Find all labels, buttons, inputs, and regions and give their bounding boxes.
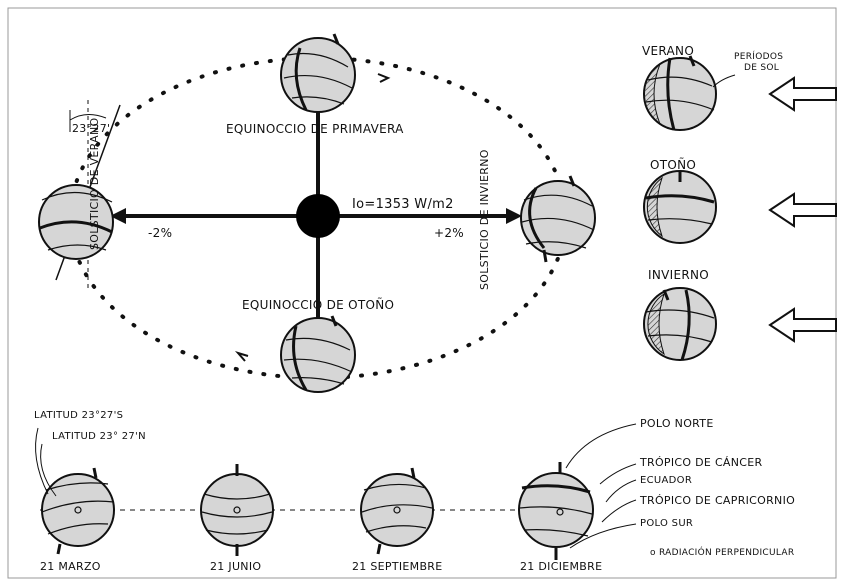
globe-septiembre	[360, 467, 434, 555]
fecha-diciembre-label: 21 DICIEMBRE	[520, 560, 603, 573]
leader-capricornio	[601, 499, 637, 523]
solstice-winter-label: SOLSTICIO DE INVIERNO	[478, 149, 491, 290]
globe-otono	[643, 170, 717, 244]
orbit-arrow-top	[377, 73, 391, 83]
leader-ecuador	[605, 479, 637, 503]
globe-marzo	[41, 467, 115, 555]
periodos-label-2: DE SOL	[744, 63, 780, 73]
radiacion-label: o RADIACIÓN PERPENDICULAR	[650, 548, 795, 558]
globe-verano	[643, 55, 736, 131]
globe-invierno	[643, 287, 717, 361]
verano-label: VERANO	[642, 44, 695, 58]
fecha-septiembre-label: 21 SEPTIEMBRE	[352, 560, 443, 573]
leader-polo-norte	[565, 423, 637, 469]
leader-polo-sur	[569, 523, 637, 549]
angle-label: 23°27'	[72, 122, 111, 135]
equinox-spring-label: EQUINOCCIO DE PRIMAVERA	[226, 122, 404, 136]
periodos-label-1: PERÍODOS	[734, 52, 784, 62]
irradiance-label: Io=1353 W/m2	[352, 197, 454, 212]
equinox-autumn-label: EQUINOCCIO DE OTOÑO	[242, 298, 395, 312]
border	[7, 7, 837, 579]
tropico-cancer-label: TRÓPICO DE CÁNCER	[640, 456, 763, 469]
latitud-s-label: LATITUD 23°27'S	[34, 410, 124, 421]
ecuador-label: ECUADOR	[640, 475, 693, 486]
polo-sur-label: POLO SUR	[640, 518, 694, 529]
solstice-summer-label: SOLSTICIO DE VERANO	[88, 117, 101, 251]
globe-diciembre	[518, 462, 594, 560]
ray-arrow-otono	[768, 192, 837, 228]
leader-lat-n	[40, 443, 57, 497]
globe-summer-solstice	[38, 100, 121, 290]
leader-cancer	[599, 463, 637, 485]
otono-label: OTOÑO	[650, 158, 697, 172]
orbit-arrow-bottom	[234, 351, 249, 362]
globe-autumn	[280, 315, 356, 393]
tropico-capricornio-label: TRÓPICO DE CAPRICORNIO	[640, 494, 796, 507]
globe-spring	[280, 33, 356, 113]
latitud-n-label: LATITUD 23° 27'N	[52, 431, 146, 442]
minus-label: -2%	[148, 226, 173, 240]
sun	[296, 194, 340, 238]
arrow-left	[110, 208, 126, 224]
invierno-label: INVIERNO	[648, 268, 710, 282]
polo-norte-label: POLO NORTE	[640, 417, 714, 430]
leader-lat-s	[35, 427, 49, 495]
globe-winter-solstice	[520, 175, 596, 263]
arrow-right	[506, 208, 522, 224]
fecha-marzo-label: 21 MARZO	[40, 560, 101, 573]
ray-arrow-invierno	[768, 307, 837, 343]
fecha-junio-label: 21 JUNIO	[210, 560, 262, 573]
plus-label: +2%	[434, 226, 464, 240]
globe-junio	[200, 464, 274, 556]
ray-arrow-verano	[768, 76, 837, 112]
